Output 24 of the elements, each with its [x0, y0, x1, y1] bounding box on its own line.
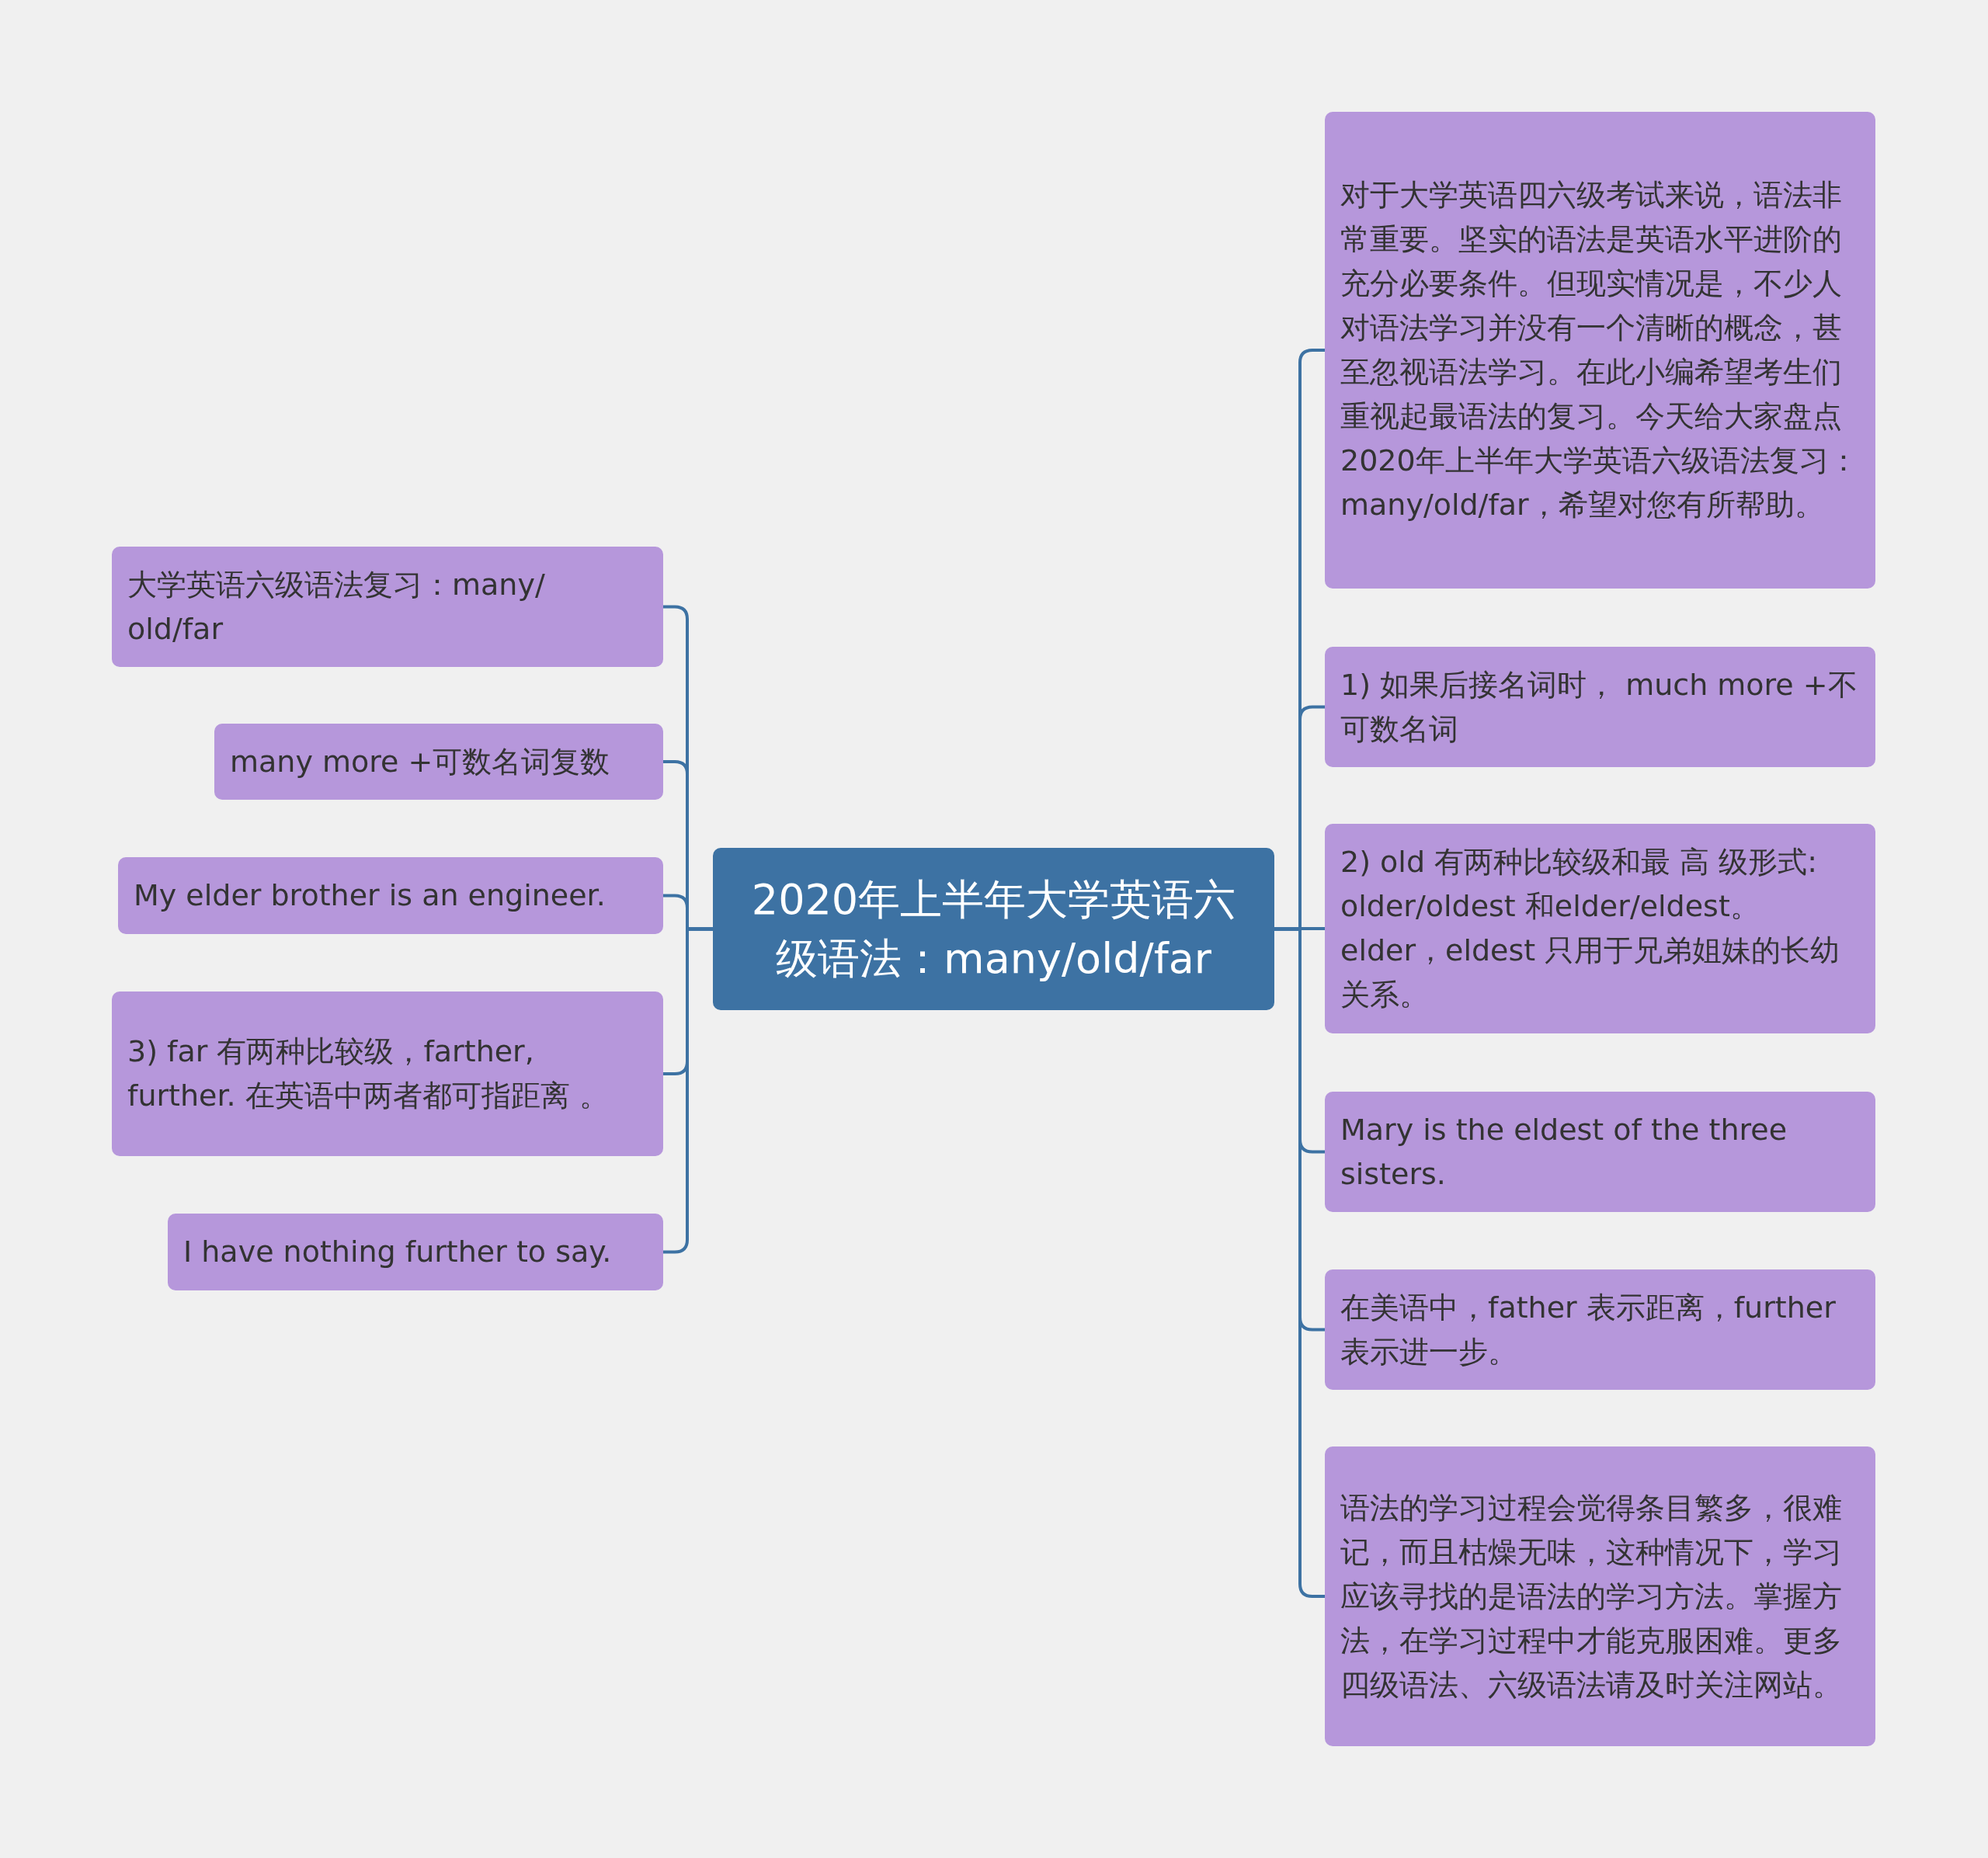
topic-box: [1325, 647, 1875, 767]
topic-text: 语法的学习过程会觉得条目繁多，很难记，而且枯燥无味，这种情况下，学习应该寻找的是语法的学习方法。掌握方法，在学习过程中才能克服困难。更多四级语法、六级语法请及时关注网站。: [1340, 1489, 1843, 1703]
topic-text: My elder brother is an engineer.: [134, 877, 606, 914]
topic-box: [112, 992, 663, 1156]
topic-text: 1) 如果后接名词时， much more +不可数名词: [1340, 666, 1858, 748]
topic-box: [1325, 1269, 1875, 1390]
topic-text: 2) old 有两种比较级和最 高 级形式: older/oldest 和elder/eldest。 elder，eldest 只用于兄弟姐妹的长幼关系。: [1340, 844, 1841, 1013]
topic-text: Mary is the eldest of the three sisters.: [1340, 1111, 1788, 1193]
topic-box: [1325, 1092, 1875, 1212]
central-topic: [713, 848, 1274, 1010]
topic-text: 大学英语六级语法复习：many/ old/far: [127, 566, 546, 648]
topic-box: [1325, 1446, 1875, 1746]
topic-text: 3) far 有两种比较级，farther, further. 在英语中两者都可指距离 。: [127, 1033, 610, 1114]
topic-text: 在美语中，father 表示距离，further表示进一步。: [1340, 1289, 1837, 1370]
topic-box: [112, 547, 663, 667]
topic-box: [1325, 824, 1875, 1033]
topic-text: many more +可数名词复数: [230, 743, 610, 780]
topic-text: 2020年上半年大学英语六级语法：many/old/far: [750, 873, 1237, 985]
topic-text: 对于大学英语四六级考试来说，语法非常重要。坚实的语法是英语水平进阶的充分必要条件。但现实情况是，不少人对语法学习并没有一个清晰的概念，甚至忽视语法学习。在此小编希望考生们重视起最语法的复习。今天给大家盘点2020年上半年大学英语六级语法复习：many/old/far，希望对您有所帮助。: [1340, 177, 1859, 523]
topic-box: [214, 724, 663, 800]
topic-box: [1325, 112, 1875, 589]
topic-box: [168, 1214, 663, 1290]
topic-text: I have nothing further to say.: [183, 1234, 612, 1270]
topic-box: [118, 857, 663, 934]
